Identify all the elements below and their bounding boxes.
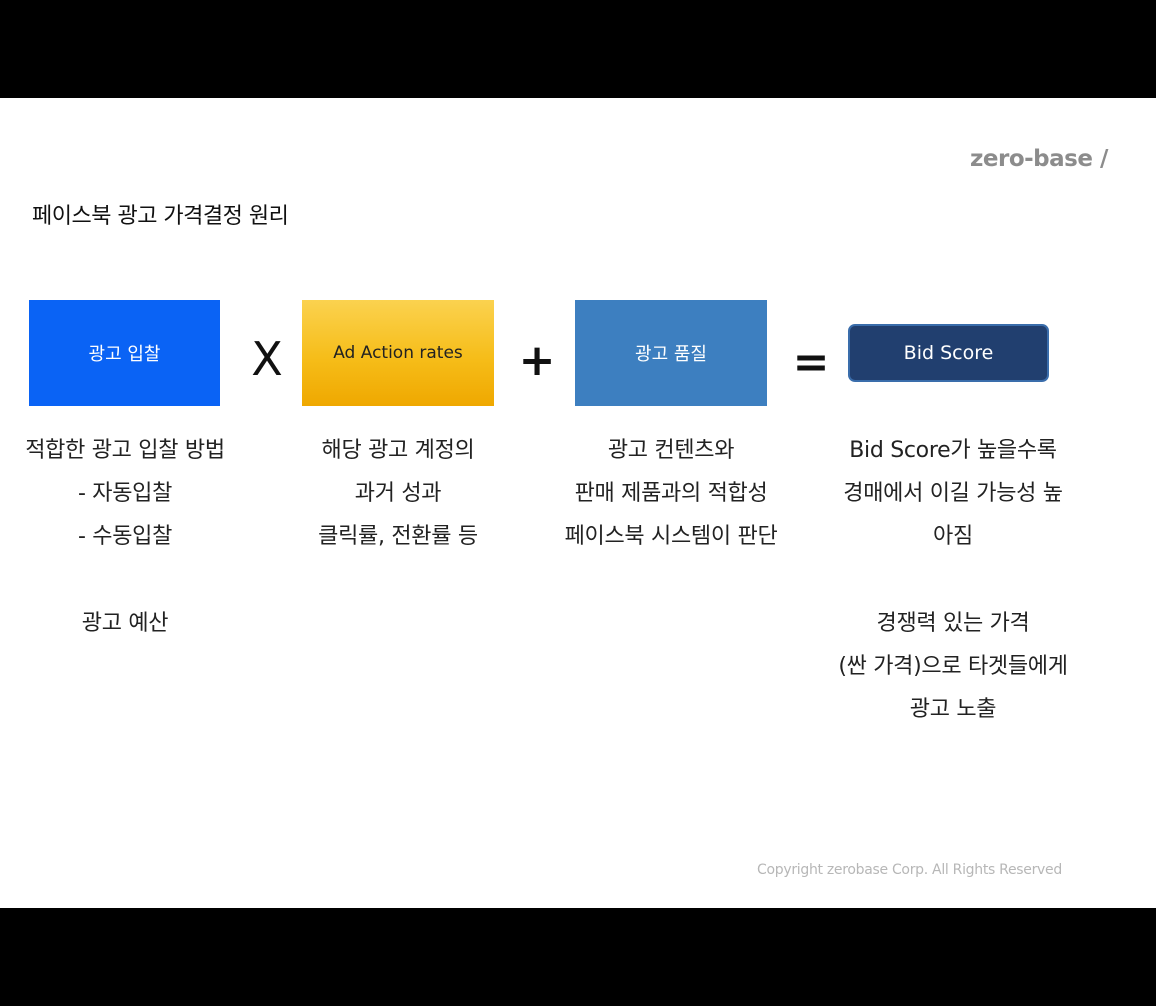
ad-action-rates-label: Ad Action rates [333, 343, 463, 363]
note-line: 경쟁력 있는 가격 [876, 611, 1030, 636]
note-line: 광고 노출 [909, 697, 997, 722]
description-line: 적합한 광고 입찰 방법 [25, 438, 225, 463]
description-line: 페이스북 시스템이 판단 [564, 524, 778, 549]
plus-operator: + [518, 335, 556, 386]
ad-bid-label: 광고 입찰 [88, 344, 161, 365]
bid-score-description: Bid Score가 높을수록 경매에서 이길 가능성 높 아짐 [818, 429, 1088, 558]
description-line: 판매 제품과의 적합성 [574, 481, 768, 506]
bid-score-box: Bid Score [848, 324, 1049, 382]
note-line: 광고 예산 [81, 611, 169, 636]
description-line: 아짐 [933, 524, 973, 549]
bid-score-label: Bid Score [903, 342, 994, 364]
multiply-operator: X [251, 332, 283, 386]
slide-title: 페이스북 광고 가격결정 원리 [32, 204, 289, 229]
competitive-price-note: 경쟁력 있는 가격 (싼 가격)으로 타겟들에게 광고 노출 [818, 602, 1088, 731]
ad-bid-box: 광고 입찰 [29, 300, 220, 406]
description-line: 해당 광고 계정의 [321, 438, 475, 463]
note-line: (싼 가격)으로 타겟들에게 [838, 654, 1068, 679]
slide: zero-base / 페이스북 광고 가격결정 원리 광고 입찰 X Ad A… [0, 98, 1156, 908]
zero-base-logo: zero-base / [970, 146, 1108, 172]
ad-bid-description: 적합한 광고 입찰 방법 - 자동입찰 - 수동입찰 [4, 429, 246, 558]
description-line: 광고 컨텐츠와 [607, 438, 735, 463]
description-line: 클릭률, 전환률 등 [318, 524, 478, 549]
ad-quality-label: 광고 품질 [635, 344, 707, 365]
copyright-text: Copyright zerobase Corp. All Rights Rese… [757, 862, 1062, 878]
description-line: - 자동입찰 [77, 481, 173, 506]
description-line: 경매에서 이길 가능성 높 [843, 481, 1063, 506]
ad-budget-note: 광고 예산 [4, 602, 246, 645]
description-line: - 수동입찰 [77, 524, 173, 549]
description-line: 과거 성과 [354, 481, 442, 506]
equals-operator: = [792, 337, 830, 388]
ad-action-rates-description: 해당 광고 계정의 과거 성과 클릭률, 전환률 등 [273, 429, 523, 558]
description-line: Bid Score가 높을수록 [849, 438, 1057, 463]
ad-action-rates-box: Ad Action rates [302, 300, 494, 406]
ad-quality-description: 광고 컨텐츠와 판매 제품과의 적합성 페이스북 시스템이 판단 [545, 429, 797, 558]
ad-quality-box: 광고 품질 [575, 300, 767, 406]
